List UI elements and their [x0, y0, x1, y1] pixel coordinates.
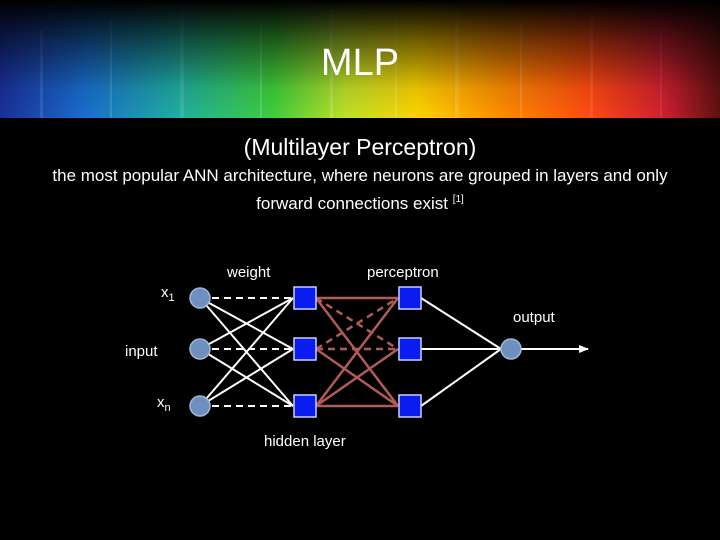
- slide-title: MLP: [320, 42, 400, 84]
- x1-symbol: x: [161, 284, 169, 301]
- spectrum-banner-graphic: [0, 0, 720, 118]
- hidden-layer-2: [398, 286, 422, 418]
- xn-subscript: n: [165, 402, 171, 414]
- output-node: [500, 338, 522, 360]
- weight-edge: [199, 348, 294, 407]
- input-node: [189, 395, 211, 417]
- citation-marker: [1]: [452, 194, 464, 205]
- weight-edge: [315, 297, 399, 407]
- input-label: input: [125, 343, 158, 360]
- weight-edge: [420, 348, 502, 407]
- hidden-node: [293, 286, 317, 310]
- weight-label: weight: [226, 264, 271, 281]
- x1-label: x1: [161, 284, 175, 304]
- description-text: the most popular ANN architecture, where…: [52, 166, 668, 213]
- hidden-to-hidden-weights: [315, 296, 399, 408]
- input-node: [189, 338, 211, 360]
- slide-description: the most popular ANN architecture, where…: [30, 164, 690, 216]
- weight-edge: [315, 347, 399, 408]
- hidden-layer-label: hidden layer: [264, 433, 346, 450]
- perceptron-label: perceptron: [367, 264, 439, 281]
- weight-edge: [199, 297, 294, 407]
- input-node: [189, 287, 211, 309]
- hidden-layer-1: [293, 286, 317, 418]
- input-to-hidden-weights: [199, 297, 294, 407]
- output-label: output: [513, 309, 556, 326]
- hidden-node: [293, 337, 317, 361]
- slide-subtitle: (Multilayer Perceptron): [243, 134, 477, 160]
- hidden-to-output-weights: [420, 297, 502, 407]
- mlp-network-diagram: weight perceptron output input hidden la…: [125, 264, 589, 450]
- weight-edge: [315, 296, 399, 351]
- hidden-node: [293, 394, 317, 418]
- perceptron-node: [398, 394, 422, 418]
- xn-symbol: x: [157, 394, 165, 411]
- weight-edge: [199, 297, 294, 350]
- x1-subscript: 1: [169, 292, 175, 304]
- perceptron-node: [398, 286, 422, 310]
- input-layer: [189, 287, 211, 417]
- slide-header-banner: [0, 0, 720, 118]
- perceptron-node: [398, 337, 422, 361]
- weight-edge: [420, 297, 502, 350]
- xn-label: xn: [157, 394, 171, 414]
